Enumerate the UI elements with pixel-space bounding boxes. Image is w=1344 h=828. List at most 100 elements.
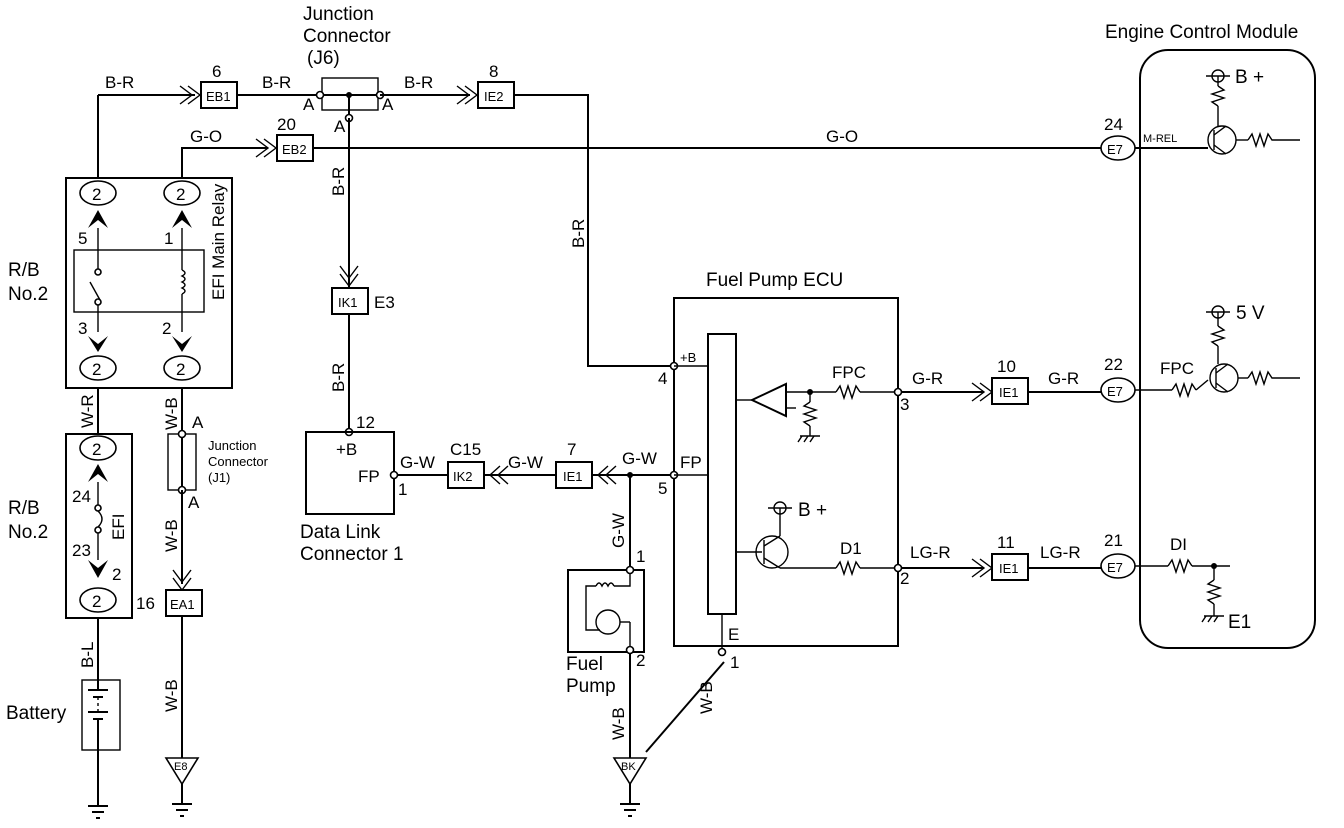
svg-text:IE1: IE1 xyxy=(563,469,583,484)
svg-text:G-R: G-R xyxy=(1048,369,1079,388)
svg-text:W-B: W-B xyxy=(162,397,181,430)
svg-text:(J1): (J1) xyxy=(208,470,230,485)
svg-text:FP: FP xyxy=(358,467,380,486)
svg-text:B-R: B-R xyxy=(105,73,134,92)
svg-text:W-B: W-B xyxy=(162,679,181,712)
svg-text:Battery: Battery xyxy=(6,703,67,724)
data-link-connector-1: +B FP 1 Data Link Connector 1 xyxy=(300,431,407,565)
svg-text:10: 10 xyxy=(997,357,1016,376)
svg-text:2: 2 xyxy=(112,565,121,584)
svg-text:16: 16 xyxy=(136,594,155,613)
svg-text:B-R: B-R xyxy=(569,219,588,248)
svg-text:2: 2 xyxy=(92,592,101,611)
br-to-dlc: B-R IK1 E3 B-R 12 xyxy=(329,118,395,437)
svg-text:Junction: Junction xyxy=(303,4,374,25)
svg-text:W-R: W-R xyxy=(78,394,97,428)
svg-text:A: A xyxy=(188,493,200,512)
svg-text:IE1: IE1 xyxy=(999,561,1019,576)
svg-text:5: 5 xyxy=(658,479,667,498)
svg-text:23: 23 xyxy=(72,541,91,560)
rb-no2-lower: R/B No.2 2 24 EFI 23 2 2 xyxy=(8,433,133,619)
connector-ie1-gw xyxy=(555,461,593,489)
svg-text:IE1: IE1 xyxy=(999,385,1019,400)
ground-bk: BK W-B xyxy=(612,661,725,817)
fuel-pump-ecu: Fuel Pump ECU +B 4 FP 5 E 1 FPC xyxy=(658,270,909,672)
svg-text:2: 2 xyxy=(176,360,185,379)
svg-text:Connector 1: Connector 1 xyxy=(300,544,404,565)
svg-text:24: 24 xyxy=(72,487,91,506)
svg-text:A: A xyxy=(334,117,346,136)
svg-text:EB2: EB2 xyxy=(282,142,307,157)
svg-text:EA1: EA1 xyxy=(170,597,195,612)
lgr-d1-line: LG-R IE1 11 LG-R E7 21 DI E1 xyxy=(901,531,1251,633)
svg-text:24: 24 xyxy=(1104,115,1123,134)
svg-text:A: A xyxy=(192,413,204,432)
svg-text:No.2: No.2 xyxy=(8,522,48,543)
svg-text:Fuel Pump ECU: Fuel Pump ECU xyxy=(706,270,843,291)
svg-text:B +: B + xyxy=(1235,67,1264,88)
connector-ie1-lgr xyxy=(991,553,1029,581)
svg-text:2: 2 xyxy=(92,440,101,459)
svg-text:G-W: G-W xyxy=(609,513,628,548)
svg-text:3: 3 xyxy=(900,395,909,414)
svg-text:B-L: B-L xyxy=(78,642,97,668)
svg-text:Data Link: Data Link xyxy=(300,522,381,543)
svg-text:E7: E7 xyxy=(1107,560,1123,575)
engine-control-module: Engine Control Module xyxy=(1105,22,1316,649)
svg-text:IE2: IE2 xyxy=(484,89,504,104)
svg-text:1: 1 xyxy=(636,547,645,566)
svg-text:20: 20 xyxy=(277,115,296,134)
ecm-label: Engine Control Module xyxy=(1105,22,1298,43)
svg-text:D1: D1 xyxy=(840,539,862,558)
svg-text:+B: +B xyxy=(680,350,696,365)
svg-text:7: 7 xyxy=(567,440,576,459)
svg-text:(J6): (J6) xyxy=(307,48,340,69)
svg-text:FP: FP xyxy=(680,453,702,472)
svg-text:B-R: B-R xyxy=(329,167,348,196)
connector-ik2 xyxy=(447,461,485,489)
svg-text:R/B: R/B xyxy=(8,498,40,519)
go-line: G-O EB2 20 G-O E7 24 M-REL B + xyxy=(181,67,1300,178)
svg-text:G-O: G-O xyxy=(190,127,222,146)
svg-text:21: 21 xyxy=(1104,531,1123,550)
svg-text:G-W: G-W xyxy=(622,449,657,468)
svg-text:A: A xyxy=(303,95,315,114)
svg-text:LG-R: LG-R xyxy=(1040,543,1081,562)
battery: B-L Battery xyxy=(6,618,121,819)
svg-text:Connector: Connector xyxy=(208,454,269,469)
svg-text:EB1: EB1 xyxy=(206,89,231,104)
rb-no2-upper: R/B No.2 2 2 5 1 EFI Main Relay 3 2 2 2 xyxy=(8,177,233,389)
svg-text:2: 2 xyxy=(92,360,101,379)
connector-eb2 xyxy=(276,134,314,162)
svg-text:E: E xyxy=(728,625,739,644)
svg-text:B-R: B-R xyxy=(262,73,291,92)
svg-text:G-W: G-W xyxy=(400,453,435,472)
svg-text:4: 4 xyxy=(658,369,667,388)
svg-text:2: 2 xyxy=(900,569,909,588)
connector-ik1 xyxy=(331,287,369,315)
svg-text:C15: C15 xyxy=(450,440,481,459)
svg-text:8: 8 xyxy=(489,62,498,81)
svg-text:Connector: Connector xyxy=(303,26,391,47)
svg-text:W-B: W-B xyxy=(609,707,628,740)
svg-text:Junction: Junction xyxy=(208,438,256,453)
svg-text:FPC: FPC xyxy=(1160,359,1194,378)
svg-text:LG-R: LG-R xyxy=(910,543,951,562)
fuel-pump: Fuel Pump 2 W-B xyxy=(566,565,645,760)
svg-text:2: 2 xyxy=(92,185,101,204)
svg-text:A: A xyxy=(382,95,394,114)
svg-text:12: 12 xyxy=(356,413,375,432)
svg-text:E8: E8 xyxy=(174,761,187,773)
svg-text:IK2: IK2 xyxy=(453,469,473,484)
svg-text:B-R: B-R xyxy=(329,363,348,392)
svg-text:2: 2 xyxy=(162,319,171,338)
connector-ie2 xyxy=(477,81,515,109)
svg-text:Pump: Pump xyxy=(566,676,616,697)
svg-text:3: 3 xyxy=(78,319,87,338)
svg-text:W-B: W-B xyxy=(697,681,716,714)
svg-text:1: 1 xyxy=(398,480,407,499)
svg-text:EFI Main Relay: EFI Main Relay xyxy=(209,183,228,300)
svg-text:G-R: G-R xyxy=(912,369,943,388)
svg-text:W-B: W-B xyxy=(162,519,181,552)
